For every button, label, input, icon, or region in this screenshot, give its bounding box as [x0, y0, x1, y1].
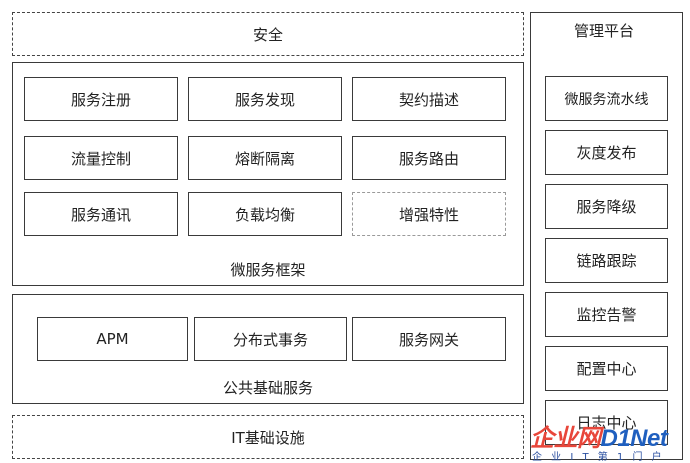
service-distributed-transaction: 分布式事务: [194, 317, 347, 361]
service-gateway: 服务网关: [352, 317, 506, 361]
mgmt-item-gray-release: 灰度发布: [545, 130, 668, 175]
watermark-part2: D1Net: [600, 425, 668, 452]
it-infrastructure-label: IT基础设施: [231, 428, 305, 447]
mgmt-item-label: 日志中心: [576, 414, 637, 432]
mgmt-item-label: 监控告警: [576, 306, 637, 324]
mgmt-item-tracing: 链路跟踪: [545, 238, 668, 283]
module-contract-description: 契约描述: [352, 77, 506, 121]
module-label: 流量控制: [70, 149, 131, 168]
module-label: 熔断隔离: [234, 149, 295, 168]
module-service-communication: 服务通讯: [24, 192, 178, 236]
mgmt-item-log-center: 日志中心: [545, 400, 668, 445]
module-label: 服务路由: [398, 149, 459, 168]
it-infrastructure-layer: IT基础设施: [12, 415, 524, 459]
mgmt-item-label: 链路跟踪: [576, 252, 637, 270]
service-label: 服务网关: [398, 330, 459, 349]
module-service-discovery: 服务发现: [188, 77, 342, 121]
watermark-sub: 企 业 I T 第 1 门 户: [532, 452, 665, 463]
module-label: 服务通讯: [70, 205, 131, 224]
watermark-part1: 企业网: [530, 425, 601, 452]
module-load-balancing: 负载均衡: [188, 192, 342, 236]
mgmt-item-label: 配置中心: [576, 360, 637, 378]
module-circuit-breaker: 熔断隔离: [188, 136, 342, 180]
module-label: 负载均衡: [234, 205, 295, 224]
mgmt-item-config-center: 配置中心: [545, 346, 668, 391]
public-services-caption: 公共基础服务: [222, 379, 313, 397]
module-label: 服务注册: [70, 90, 131, 109]
module-enhanced-features: 增强特性: [352, 192, 506, 236]
module-service-registry: 服务注册: [24, 77, 178, 121]
management-platform-title: 管理平台: [574, 22, 635, 40]
mgmt-item-pipeline: 微服务流水线: [545, 76, 668, 121]
module-service-routing: 服务路由: [352, 136, 506, 180]
mgmt-item-monitoring: 监控告警: [545, 292, 668, 337]
mgmt-item-label: 服务降级: [576, 198, 637, 216]
mgmt-item-degradation: 服务降级: [545, 184, 668, 229]
module-label: 服务发现: [234, 90, 295, 109]
mgmt-item-label: 灰度发布: [576, 144, 637, 162]
service-label: APM: [96, 330, 129, 348]
module-label: 增强特性: [398, 205, 459, 224]
mgmt-item-label: 微服务流水线: [564, 91, 649, 108]
module-traffic-control: 流量控制: [24, 136, 178, 180]
service-label: 分布式事务: [232, 330, 308, 349]
service-apm: APM: [37, 317, 188, 361]
security-label: 安全: [252, 25, 283, 44]
watermark-main: 企业网D1Net: [530, 418, 668, 453]
microservice-framework-caption: 微服务框架: [230, 261, 306, 279]
d1net-watermark-logo: 企业网D1Net 企 业 I T 第 1 门 户: [530, 418, 690, 463]
module-label: 契约描述: [398, 90, 459, 109]
security-layer: 安全: [12, 12, 524, 56]
